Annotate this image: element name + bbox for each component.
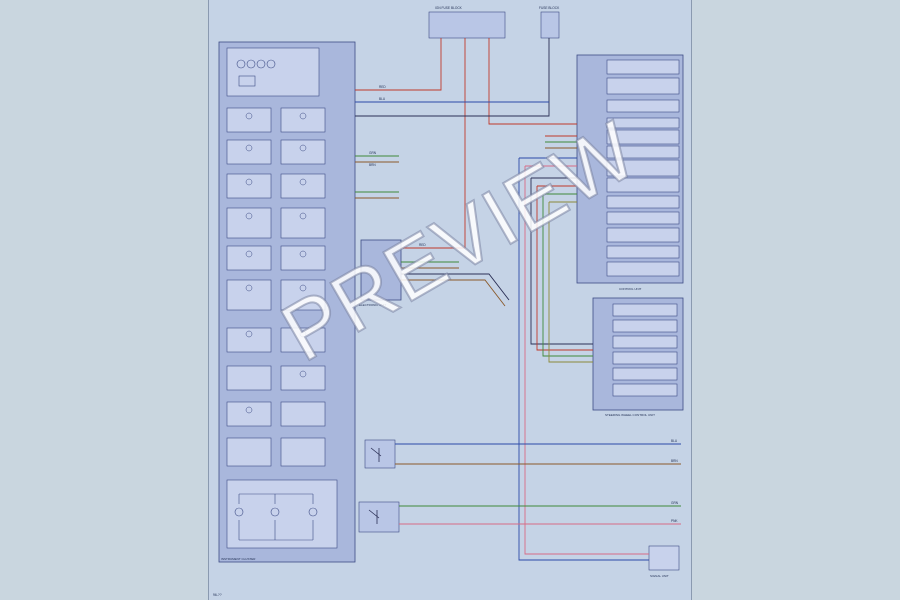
wire-green <box>542 194 593 357</box>
steering-control-caption: STEERING WHEEL CONTROL UNIT <box>605 413 655 417</box>
gauge-icon <box>246 59 256 69</box>
wire-red <box>401 38 466 249</box>
right-fuse-block <box>540 11 560 39</box>
control-unit-rows <box>606 59 680 277</box>
wire-label-red: RED <box>419 243 426 247</box>
lamp-icons-bottom <box>234 493 318 541</box>
wire-blue <box>518 158 649 561</box>
gauge-icon <box>236 59 246 69</box>
electronic-unit-module <box>360 239 402 301</box>
control-unit-caption: CONTROL UNIT <box>619 287 642 291</box>
wire-label-grn: GRN <box>671 501 679 505</box>
switch-block-upper <box>364 439 396 469</box>
ign-fuse-header: IGN FUSE BLOCK <box>435 6 463 10</box>
wire-label-brn: BRN <box>369 163 376 167</box>
wire-label-brn: BRN <box>671 459 678 463</box>
ign-fuse-block <box>428 11 506 39</box>
lamp-icons <box>245 112 307 414</box>
electronic-unit-caption: ELECTRONIC UNIT <box>359 303 386 307</box>
wire-dark <box>530 178 593 345</box>
switch-icon <box>368 509 380 524</box>
indicator-cells-left <box>226 107 272 467</box>
wire-label-blu: BLU <box>379 97 386 101</box>
instrument-cluster-caption: INSTRUMENT CLUSTER <box>221 557 256 561</box>
wire-label-pnk: PNK <box>671 519 678 523</box>
wire-label-red: RED <box>379 85 386 89</box>
wire-dark <box>355 38 550 117</box>
wire-label-grn: GRN <box>369 151 377 155</box>
wiring-diagram-sheet: INSTRUMENT CLUSTER <box>208 0 692 600</box>
lamp-icon <box>238 75 256 87</box>
lamp-block <box>226 479 338 549</box>
page-number: 96-?? <box>213 593 222 597</box>
switch-block-lower <box>358 501 400 533</box>
wire-red <box>355 38 442 91</box>
steering-control-rows <box>612 303 678 397</box>
wire-olive <box>548 202 593 363</box>
gauge-icon <box>266 59 276 69</box>
wire-brown <box>401 279 506 307</box>
wire-red <box>536 186 593 351</box>
wiring-diagram: INSTRUMENT CLUSTER <box>213 6 684 597</box>
right-fuse-header: FUSE BLOCK <box>539 6 560 10</box>
signal-unit <box>648 545 680 571</box>
wire-pink <box>524 166 649 555</box>
switch-icon <box>370 447 382 462</box>
wire-dark <box>401 273 510 301</box>
gauge-icon <box>256 59 266 69</box>
gauge-block <box>226 47 320 97</box>
signal-unit-label: SIGNAL UNIT <box>650 574 669 578</box>
indicator-cells-right <box>280 107 326 467</box>
wire-label-blu: BLU <box>671 439 678 443</box>
wire-red <box>488 38 577 125</box>
